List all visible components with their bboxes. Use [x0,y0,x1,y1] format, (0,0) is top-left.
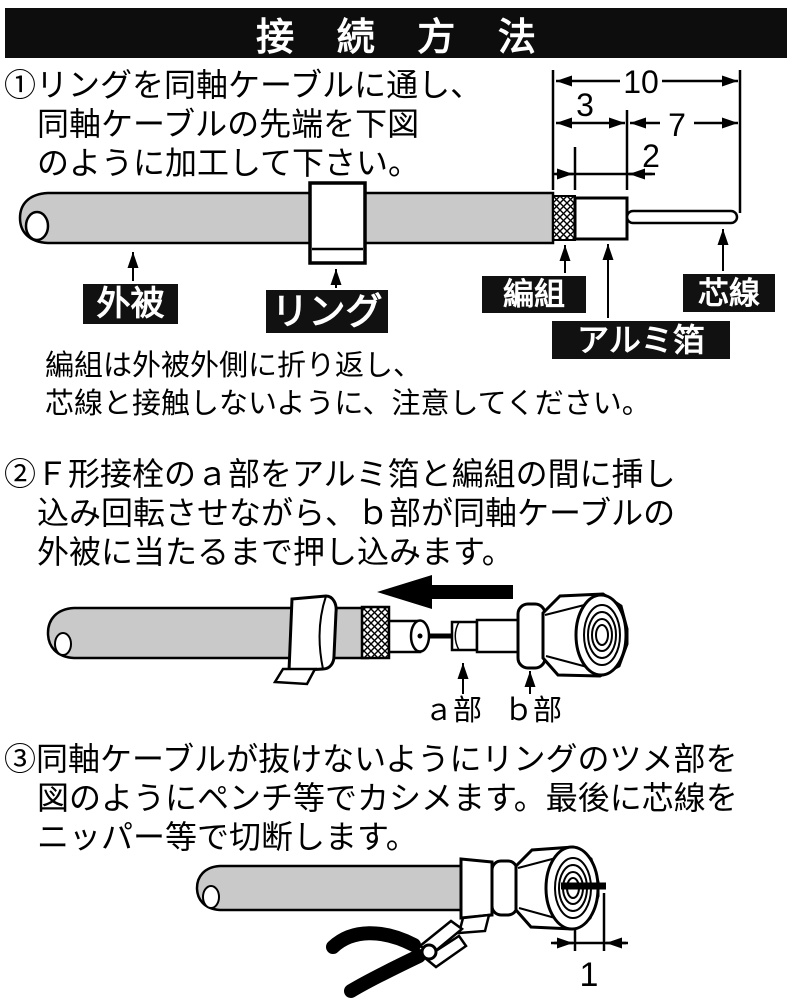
cable-diagram-1 [18,181,739,318]
cable-diagram-2 [46,575,629,694]
label-outer-sheath: 外被 [83,284,178,324]
connector-threads [583,604,621,666]
dimension-values: 10 3 7 2 [576,64,686,174]
folded-braid [360,605,391,660]
note-line-1: 編組は外被外側に折り返し、 [45,350,423,382]
label-ring: リング [266,290,388,333]
push-direction-arrow [377,575,513,609]
dimension-figure [551,70,742,213]
dim-front: 3 [576,87,594,123]
dim-core: 7 [668,107,686,143]
step2-text: ②Ｆ形接栓のａ部をアルミ箔と編組の間に挿し 込み回転させながら、ｂ部が同軸ケーブ… [4,455,676,572]
ring-claw-tab [457,913,491,935]
cable-body [46,606,370,660]
ring-claw-tab [272,667,318,686]
cable-body [195,864,465,912]
label-braid: 編組 [482,276,586,313]
connector-collar [490,859,519,917]
step3-line-3: ニッパー等で切断します。 [37,819,418,855]
pliers-pivot [420,943,438,961]
step1-line-2: 同軸ケーブルの先端を下図 [37,106,420,142]
ring-3d [287,594,338,673]
step3-text: ③同軸ケーブルが抜けないようにリングのツメ部を 図のようにペンチ等でカシメます。… [4,740,738,857]
step2-line-3: 外被に当たるまで押し込みます。 [37,534,514,570]
label-part-a: ａ部 [424,695,483,727]
pliers-handle-top [326,926,421,954]
pliers-handle-bottom [344,949,426,998]
cable-cut-end [202,885,220,909]
dim-protrusion: 1 [580,956,599,994]
page-title: 接 続 方 法 [5,8,787,59]
part-pointer-arrows [457,663,536,694]
ring [308,181,367,265]
step3-line-1: ③同軸ケーブルが抜けないようにリングのツメ部を [4,741,738,777]
step1-line-1: ①リングを同軸ケーブルに通し、 [4,67,483,103]
cable-diagram-3: 1 [195,845,628,998]
step1-line-3: のように加工して下さい。 [37,145,421,181]
dim-foil: 2 [642,138,660,174]
core-wire [625,209,739,225]
note-line-2: 芯線と接触しないように、注意してください。 [45,388,651,420]
label-aluminum-foil: アルミ箔 [552,321,730,359]
connector-shaft [475,618,523,654]
cable-outer-sheath [18,191,555,245]
step1-text: ①リングを同軸ケーブルに通し、 同軸ケーブルの先端を下図 のように加工して下さい… [4,66,482,183]
label-pointer-arrows [127,229,729,318]
braid-section [552,195,576,241]
pliers [326,919,468,998]
label-part-b: ｂ部 [504,695,563,727]
dim-total: 10 [623,64,659,100]
foil-section [573,196,629,241]
crimped-ring [459,857,494,920]
connector-collar-b [516,602,547,670]
step3-line-2: 図のようにペンチ等でカシメます。最後に芯線を [37,780,738,816]
step2-line-1: ②Ｆ形接栓のａ部をアルミ箔と編組の間に挿し [4,456,676,492]
note-text: 編組は外被外側に折り返し、 芯線と接触しないように、注意してください。 [45,347,651,423]
cable-cut-end [24,210,50,242]
pliers-jaw-bottom [422,934,468,969]
cable-cut-end [54,632,72,656]
step2-line-2: 込み回転させながら、ｂ部が同軸ケーブルの [37,495,676,531]
protrusion-dimension [551,893,628,951]
label-core-wire: 芯線 [683,274,775,312]
